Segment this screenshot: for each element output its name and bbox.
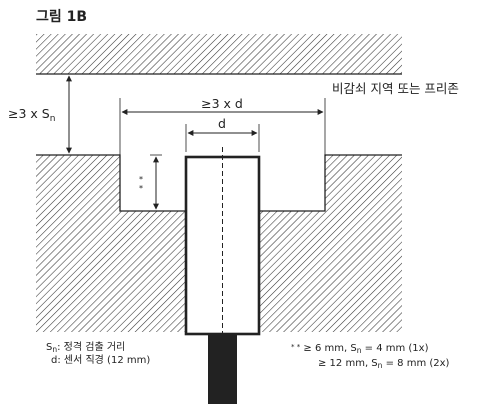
dimension-3d-horizontal: ≥3 x d <box>119 96 326 155</box>
dimension-diameter: d <box>185 116 260 152</box>
legend-recess-line1: * * ≥ 6 mm, Sn = 4 mm (1x) <box>291 343 429 355</box>
dimension-3d-label: ≥3 x d <box>201 96 243 111</box>
legend-right: * * ≥ 6 mm, Sn = 4 mm (1x) ≥ 12 mm, Sn =… <box>291 343 450 370</box>
legend-left: Sn: 정격 검출 거리 d: 센서 직경 (12 mm) <box>46 340 150 366</box>
legend-sn-line: Sn: 정격 검출 거리 <box>46 340 125 354</box>
top-metal-surface <box>36 34 402 75</box>
clearance-label: 비감쇠 지역 또는 프리존 <box>332 81 459 96</box>
figure-title: 그림 1B <box>36 9 87 25</box>
recess-marker: ** <box>139 175 143 193</box>
dimension-sn-label: ≥3 x Sn <box>8 106 55 124</box>
dimension-sn-vertical: ≥3 x Sn <box>8 75 72 154</box>
sensor-body <box>184 147 261 336</box>
legend-recess-line2: ≥ 12 mm, Sn = 8 mm (2x) <box>318 358 450 370</box>
dimension-diameter-label: d <box>218 116 226 131</box>
legend-d-line: d: 센서 직경 (12 mm) <box>51 353 150 366</box>
dimension-recess-depth: ** <box>139 154 162 210</box>
sensor-cable <box>208 334 237 404</box>
